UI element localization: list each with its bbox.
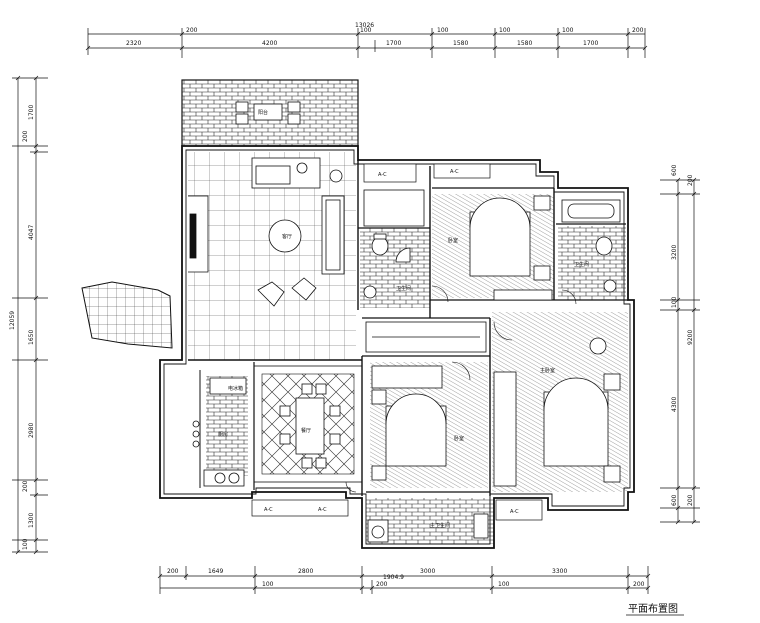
- walls: [159, 145, 635, 549]
- dim-left-total: 12059: [9, 311, 16, 330]
- dim-top-row2-2: 4200: [262, 40, 277, 47]
- dim-left-8: 100: [22, 538, 29, 550]
- room-label-dining: 餐厅: [301, 427, 311, 434]
- dim-top-row2-1: 2320: [126, 40, 141, 47]
- room-label-fridge: 电冰箱: [228, 385, 243, 392]
- dim-top-row1-4: 100: [562, 27, 574, 34]
- bedroom-3-bed: [371, 365, 447, 481]
- room-label-kitchen: 厨房: [218, 431, 228, 438]
- dim-right-1: 600: [671, 164, 678, 176]
- dim-right-2: 3200: [671, 245, 678, 260]
- bedroom-2-bed: [469, 195, 553, 301]
- right-dimension-lines: [660, 177, 700, 525]
- dim-top-row1-3: 100: [499, 27, 511, 34]
- dim-top-row2-5: 1580: [517, 40, 532, 47]
- dim-bottom-3: 2800: [298, 568, 313, 575]
- dim-bottom-1: 200: [167, 568, 179, 575]
- bathroom-2-floor: [558, 226, 626, 300]
- dim-top-row2-4: 1580: [453, 40, 468, 47]
- dim-bottom-2: 1649: [208, 568, 223, 575]
- dim-bottom-9: 100: [498, 581, 510, 588]
- dim-top-row2-6: 1700: [583, 40, 598, 47]
- dim-left-4: 1650: [28, 330, 35, 345]
- dim-top-row2-3: 1700: [386, 40, 401, 47]
- room-label-master-bedroom: 主卧室: [540, 367, 555, 374]
- room-label-bathroom-1: 卫生间: [396, 285, 411, 292]
- dim-top-small: 100: [360, 27, 372, 34]
- bay-balcony-floor: [81, 281, 173, 349]
- dim-left-6: 200: [22, 480, 29, 492]
- ac-label-4: A-C: [318, 507, 327, 513]
- dim-left-5: 2980: [28, 423, 35, 438]
- dim-top-row1-2: 100: [437, 27, 449, 34]
- hall-cabinet: [365, 321, 487, 353]
- living-sofa-set: [251, 157, 345, 307]
- drawing-title: 平面布置图: [628, 603, 678, 615]
- dim-right-4: 4300: [671, 397, 678, 412]
- room-label-living: 客厅: [282, 233, 292, 240]
- dim-left-3: 4047: [28, 225, 35, 240]
- ac-label-2: A-C: [450, 169, 459, 175]
- dim-bottom-7: 200: [376, 581, 388, 588]
- left-dimension-lines: [12, 75, 48, 555]
- master-bath-fixtures: [367, 513, 489, 543]
- balcony-table-set: [235, 101, 301, 125]
- dim-bottom-5: 3300: [552, 568, 567, 575]
- dim-top-total: 13026: [355, 22, 374, 29]
- ac-label-3: A-C: [264, 507, 273, 513]
- dining-table-set: [279, 383, 341, 469]
- tv-cabinet: [188, 195, 209, 273]
- dim-right-3: 100: [671, 296, 678, 308]
- bottom-dimension-lines: [157, 566, 651, 594]
- kitchen-fixtures: [192, 377, 247, 487]
- dim-top-row1-5: 200: [632, 27, 644, 34]
- dim-left-1: 1700: [28, 105, 35, 120]
- master-bedroom-bed: [493, 337, 621, 487]
- bathroom-2-fixtures: [561, 199, 621, 293]
- dim-left-2: 200: [22, 130, 29, 142]
- room-label-bathroom-2: 卫生间: [574, 261, 589, 268]
- dim-bottom-4: 3000: [420, 568, 435, 575]
- room-label-master-bath: 主卫生间: [430, 522, 450, 529]
- dim-right-inner-2: 9200: [687, 330, 694, 345]
- dim-right-5: 600: [671, 494, 678, 506]
- living-coffee-table: [268, 219, 302, 253]
- dim-bottom-8: 1904.9: [383, 574, 404, 581]
- dim-bottom-6: 100: [262, 581, 274, 588]
- room-label-balcony: 阳台: [258, 109, 268, 116]
- ac-label-1: A-C: [378, 172, 387, 178]
- bathroom-1-fixtures: [363, 189, 425, 299]
- ac-units: [251, 163, 543, 521]
- ac-label-5: A-C: [510, 509, 519, 515]
- room-label-bedroom-2: 卧室: [448, 237, 458, 244]
- dim-bottom-10: 200: [633, 581, 645, 588]
- top-dimension-lines: [85, 28, 648, 58]
- dim-right-inner-1: 200: [687, 174, 694, 186]
- door-swings: [345, 285, 577, 493]
- dim-top-row1-1: 200: [186, 27, 198, 34]
- room-label-bedroom-3: 卧室: [454, 435, 464, 442]
- dim-right-inner-3: 200: [687, 494, 694, 506]
- dim-left-7: 1300: [28, 513, 35, 528]
